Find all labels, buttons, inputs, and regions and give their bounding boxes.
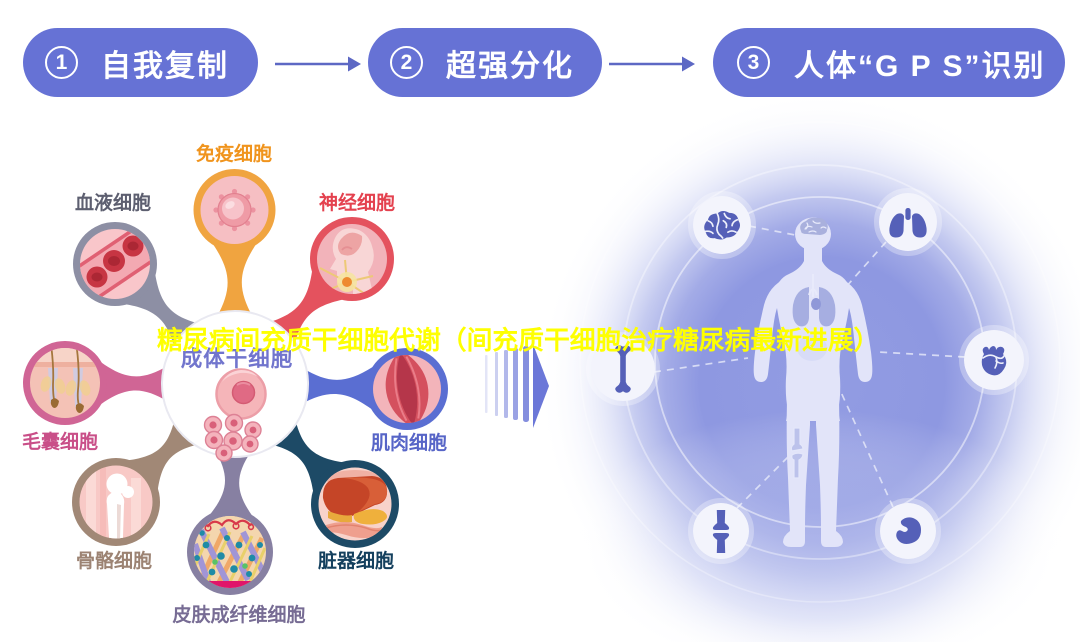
- svg-text:骨骼细胞: 骨骼细胞: [76, 549, 152, 572]
- svg-text:毛囊细胞: 毛囊细胞: [22, 430, 98, 453]
- svg-text:神经细胞: 神经细胞: [319, 191, 395, 214]
- svg-text:血液细胞: 血液细胞: [75, 191, 151, 214]
- svg-text:免疫细胞: 免疫细胞: [196, 142, 272, 165]
- svg-text:皮肤成纤维细胞: 皮肤成纤维细胞: [172, 603, 305, 626]
- svg-text:脏器细胞: 脏器细胞: [318, 549, 394, 572]
- svg-text:肌肉细胞: 肌肉细胞: [371, 431, 447, 454]
- svg-text:成体干细胞: 成体干细胞: [181, 346, 294, 371]
